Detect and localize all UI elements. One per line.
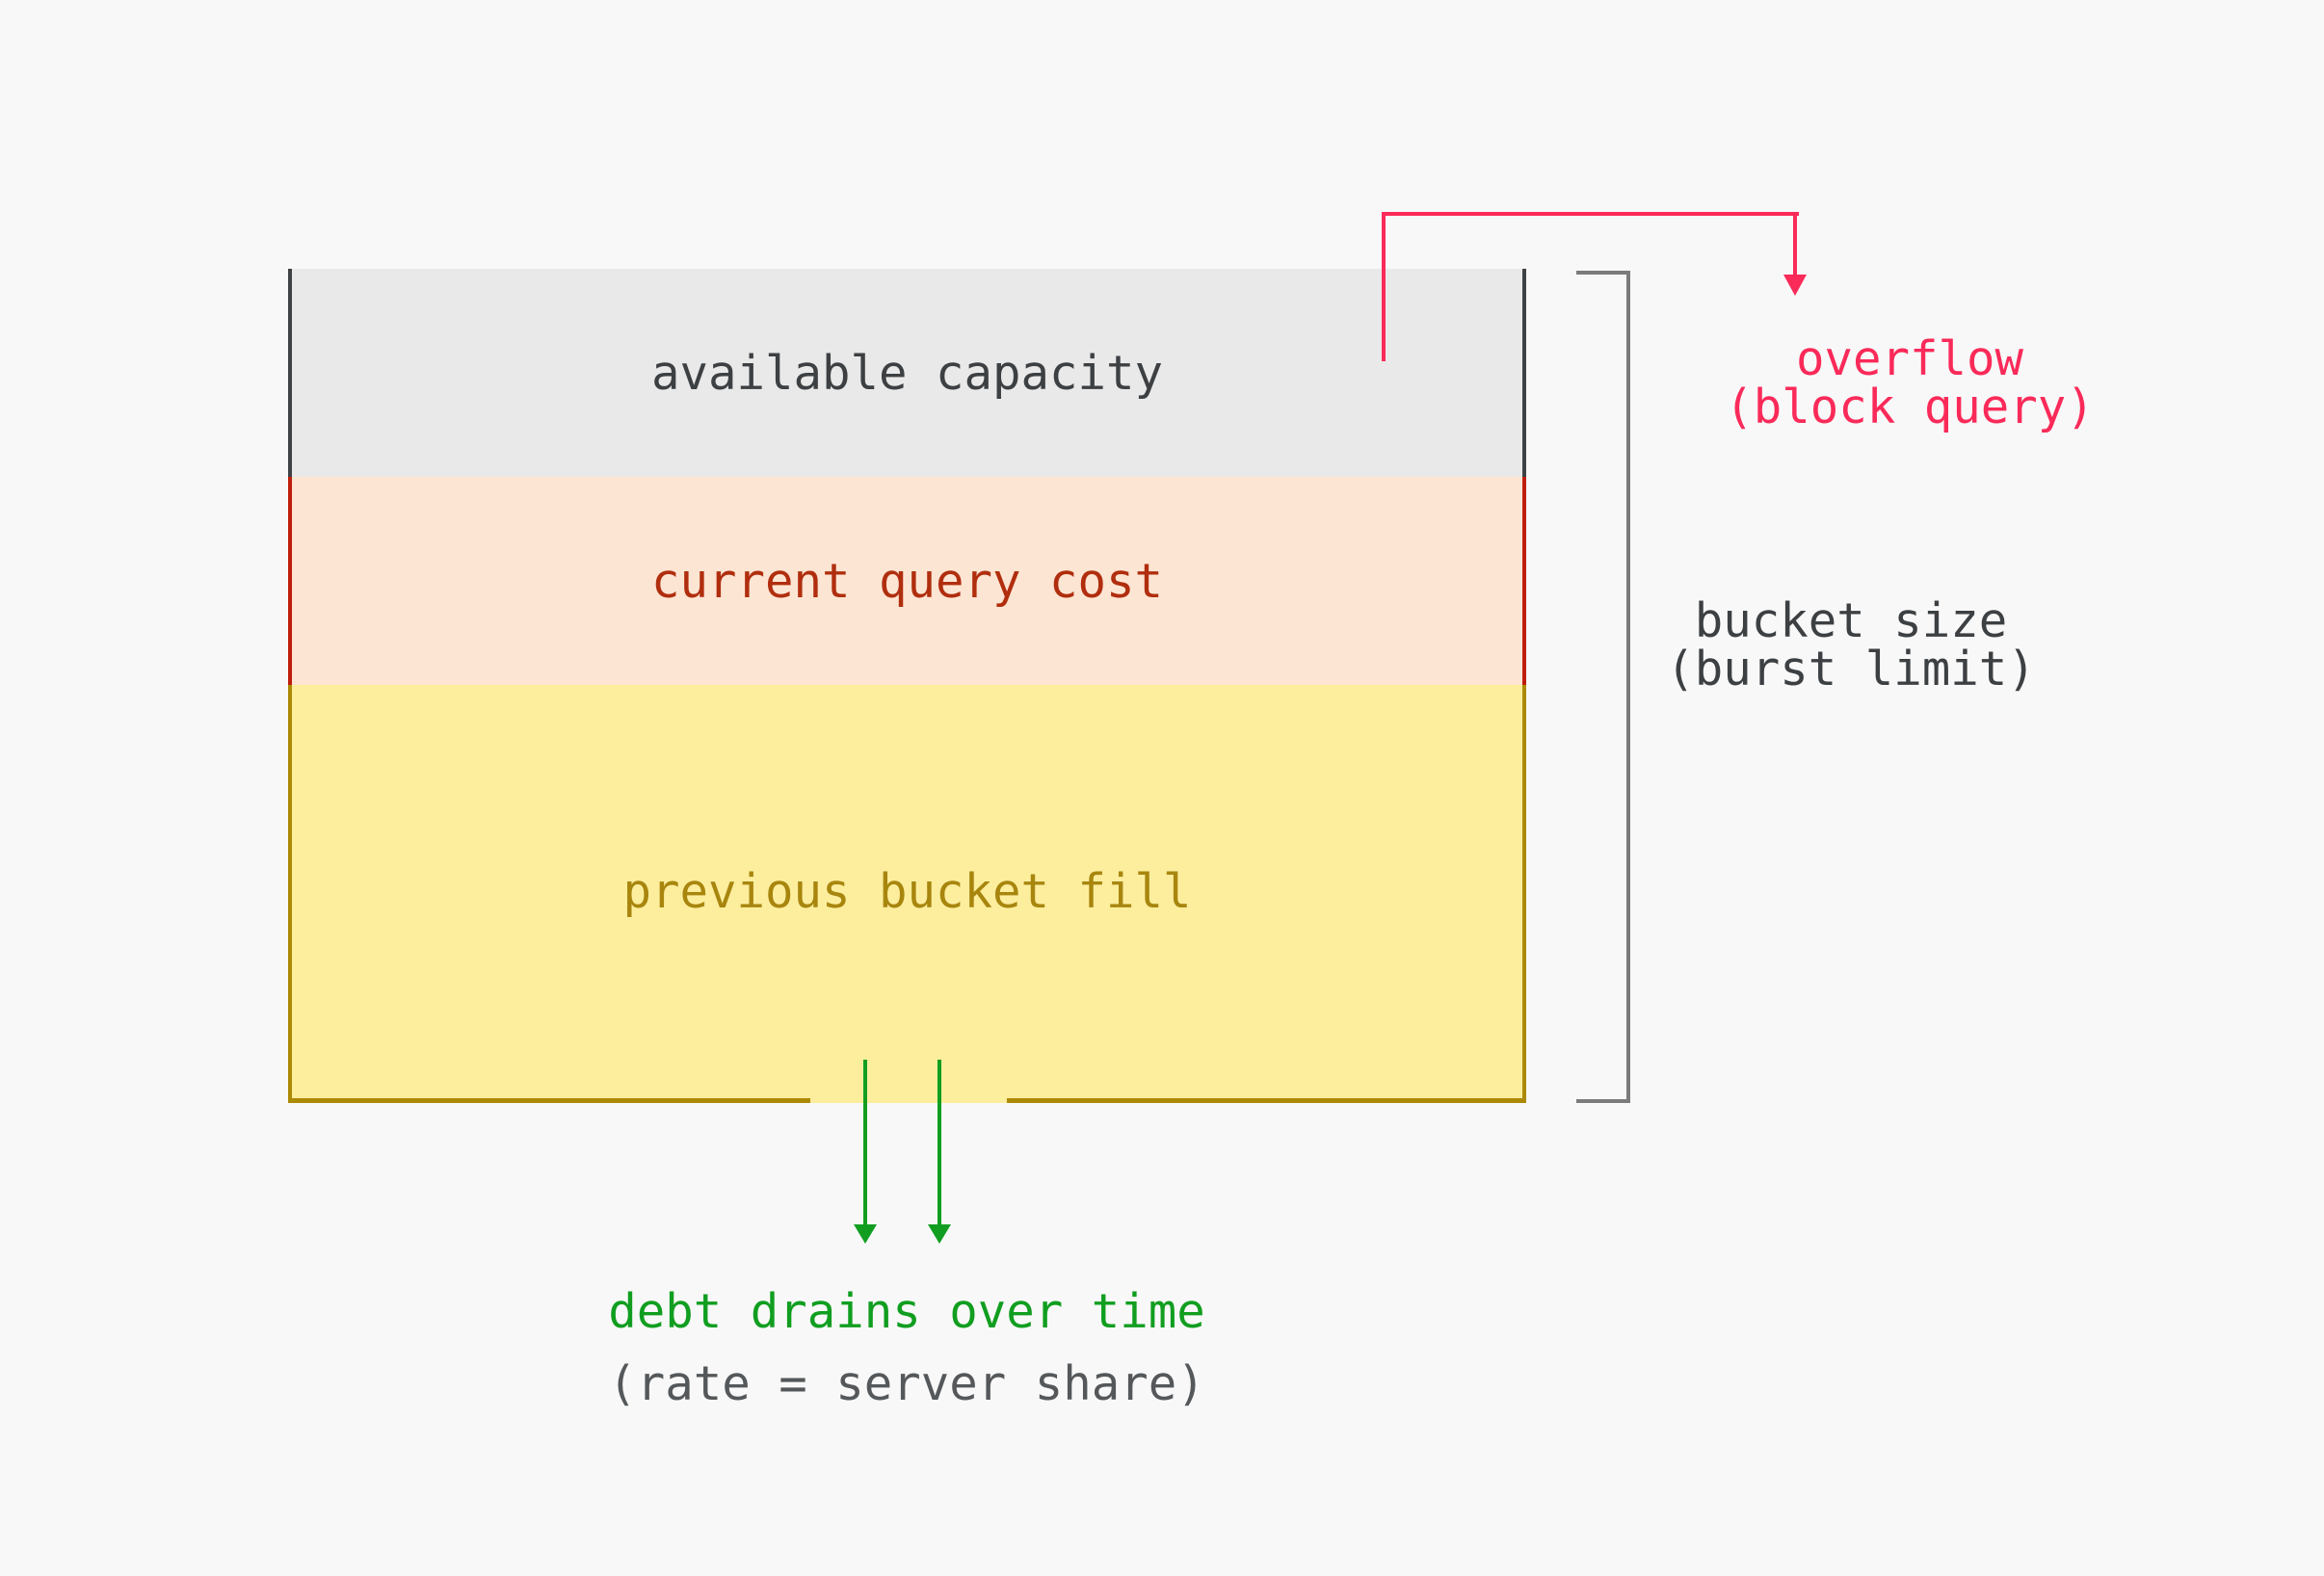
bucket-size-annotation-line1: bucket size: [1694, 593, 2008, 648]
overflow-arrow-start-segment: [1382, 214, 1386, 361]
previous-bucket-fill-label: previous bucket fill: [622, 864, 1192, 919]
drain-arrow-right: [938, 1060, 941, 1227]
bucket-section-current-query-cost: current query cost: [288, 477, 1526, 685]
drain-annotation-line2: (rate = server share): [608, 1356, 1205, 1411]
overflow-annotation-line2: (block query): [1725, 380, 2095, 434]
bucket-section-previous-bucket-fill: previous bucket fill: [288, 685, 1526, 1098]
bucket-bottom-drain-gap: [810, 1098, 1007, 1103]
bucket-size-annotation-line2: (burst limit): [1666, 642, 2036, 696]
bucket-size-bracket: [1626, 271, 1630, 1103]
overflow-annotation: overflow (block query): [1725, 335, 2095, 432]
drain-arrowhead-left-icon: [854, 1224, 877, 1244]
drain-annotation-line1: debt drains over time: [608, 1284, 1205, 1339]
bucket-bottom-border-left-segment: [288, 1098, 810, 1103]
overflow-arrowhead-icon: [1783, 275, 1807, 296]
available-capacity-label: available capacity: [650, 345, 1163, 401]
bucket: available capacity current query cost pr…: [288, 269, 1526, 1103]
drain-arrowhead-right-icon: [928, 1224, 951, 1244]
bucket-bottom-border-right-segment: [1007, 1098, 1526, 1103]
overflow-arrow-down-segment: [1793, 212, 1797, 276]
bucket-size-bracket-top-arm: [1576, 271, 1630, 275]
bucket-size-bracket-bottom-arm: [1576, 1099, 1630, 1103]
overflow-arrow-horizontal-segment: [1382, 212, 1799, 216]
bucket-size-annotation: bucket size (burst limit): [1666, 597, 2036, 694]
current-query-cost-label: current query cost: [650, 553, 1163, 609]
bucket-section-available-capacity: available capacity: [288, 269, 1526, 477]
overflow-annotation-line1: overflow: [1795, 331, 2024, 386]
drain-arrow-left: [863, 1060, 867, 1227]
